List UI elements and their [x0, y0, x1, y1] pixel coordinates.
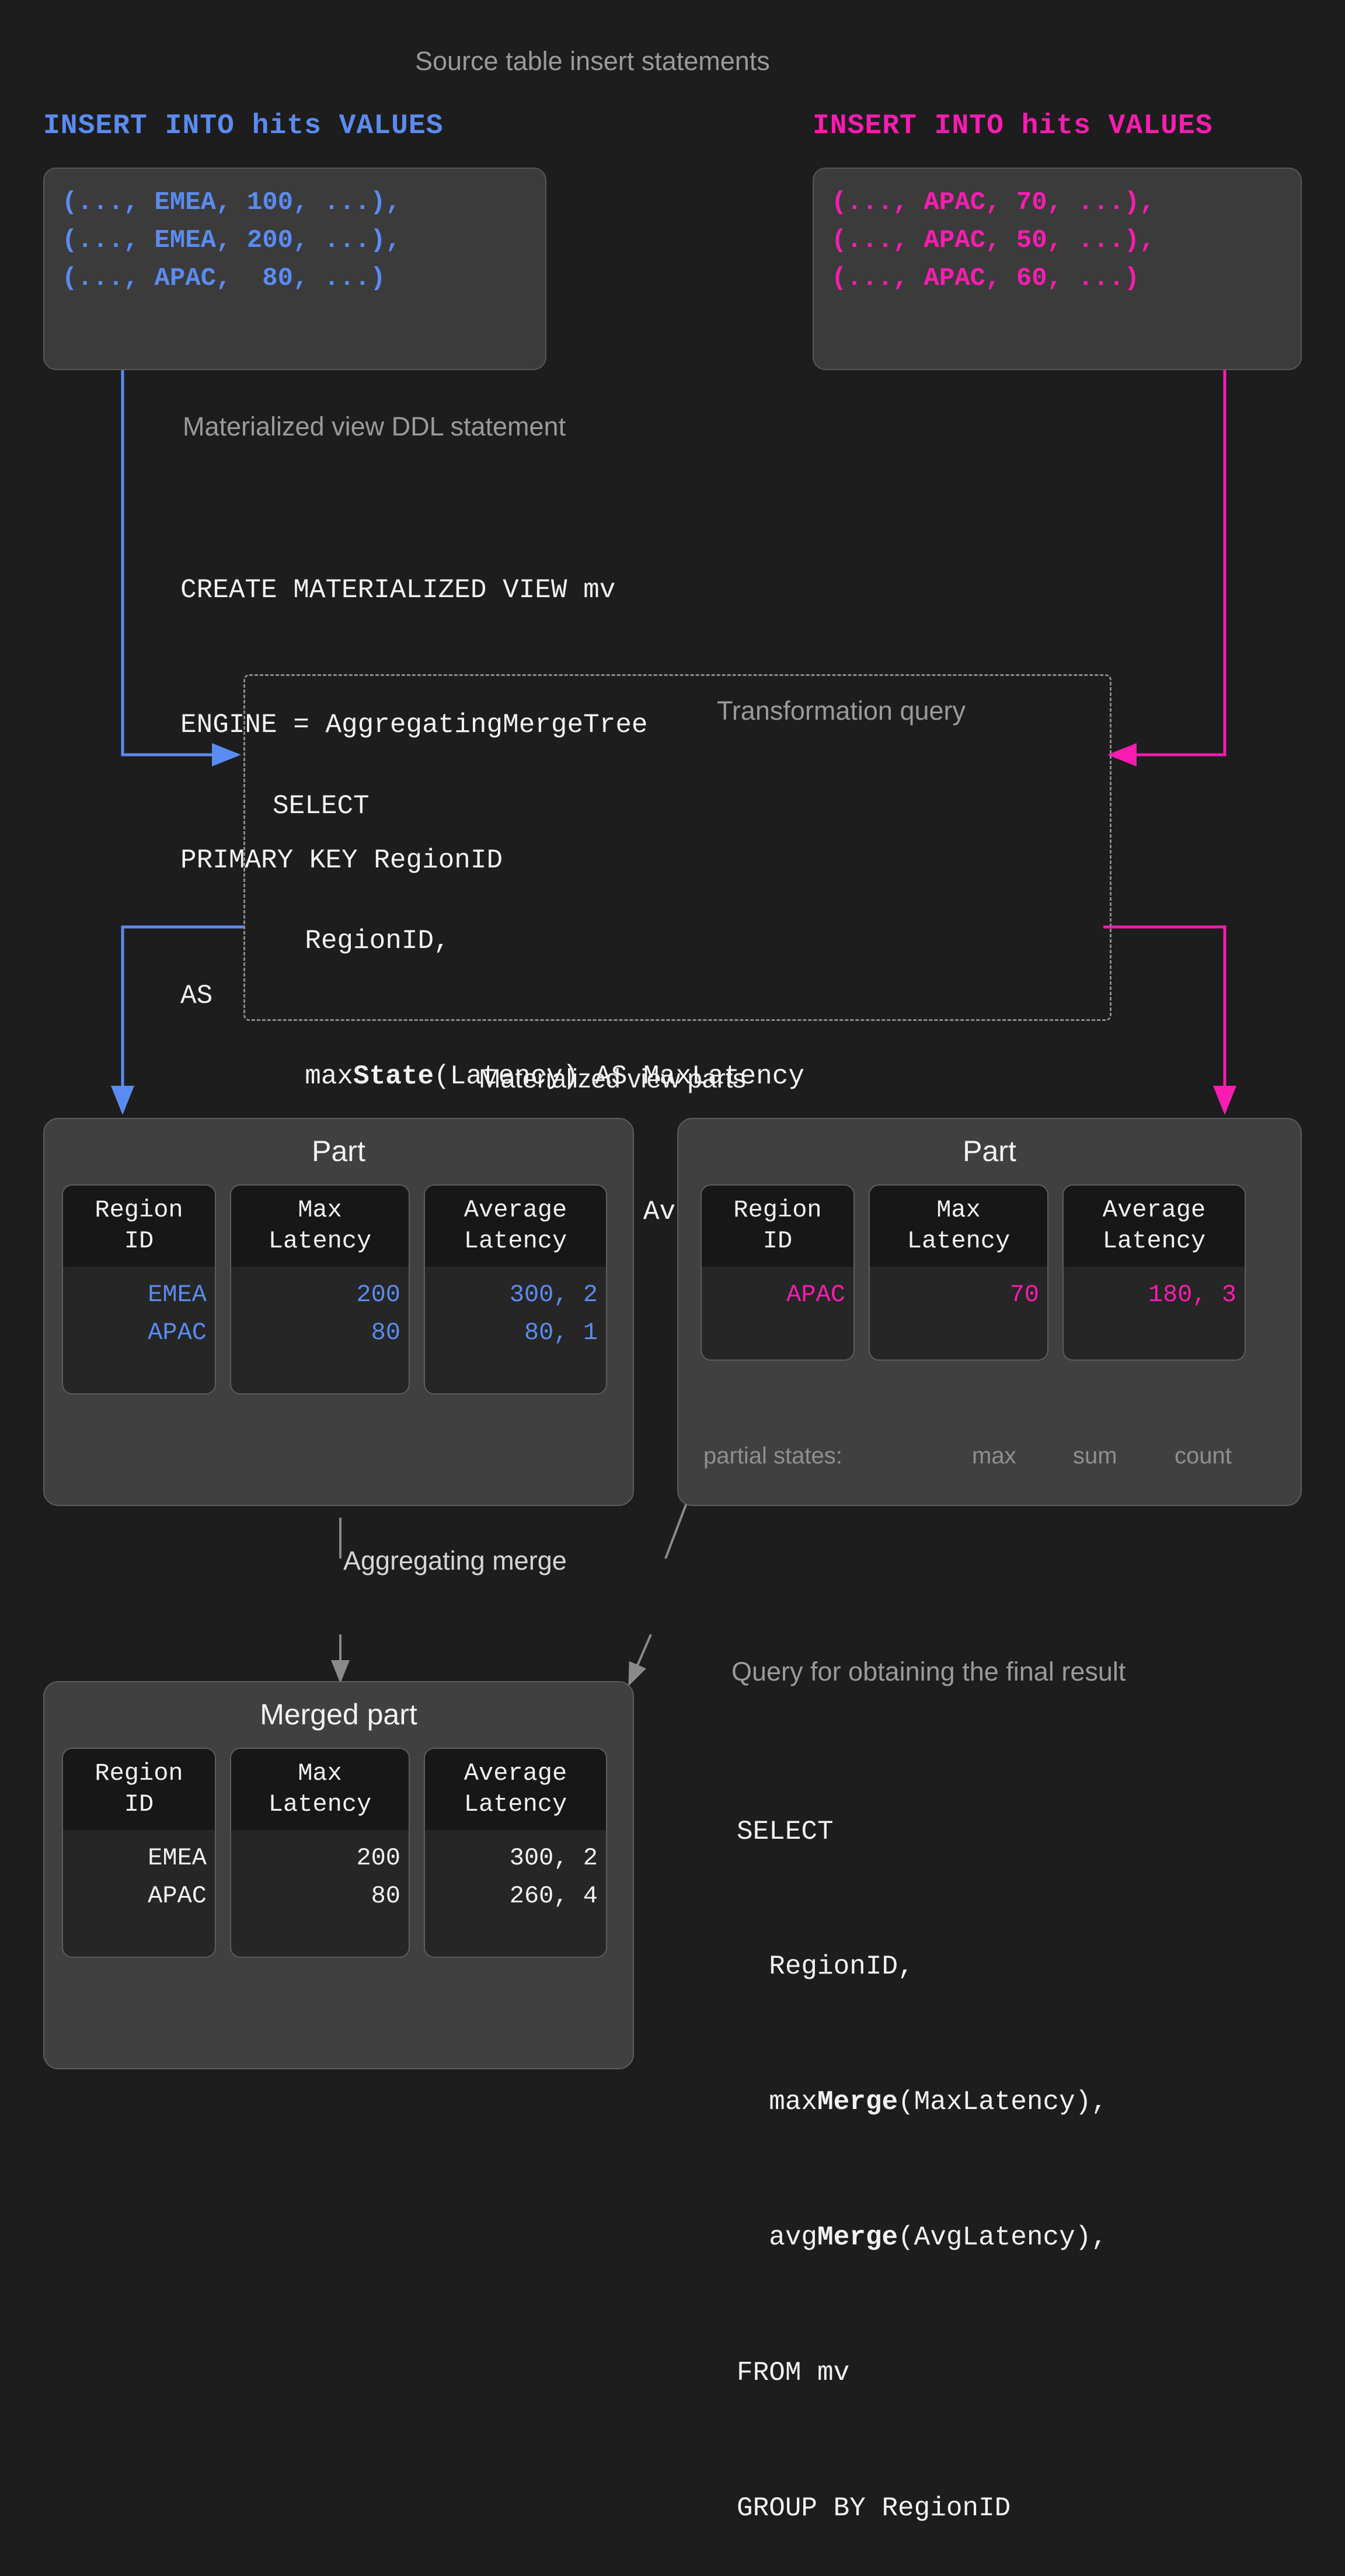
cell-region: EMEA — [148, 1281, 207, 1309]
insert-header-left: INSERT INTO hits VALUES — [43, 110, 444, 142]
query-line: GROUP BY RegionID — [737, 2486, 1107, 2531]
transformation-query-title: Transformation query — [717, 696, 966, 726]
arrow-pink-insert-to-query — [1107, 370, 1226, 766]
cell-max: 80 — [371, 1319, 400, 1347]
cell-avg: 80, 1 — [524, 1319, 598, 1347]
partial-states-count: count — [1175, 1443, 1232, 1469]
query-seg: GROUP BY RegionID — [737, 2493, 1011, 2523]
cell-region: APAC — [786, 1281, 845, 1309]
query-line: avgMerge(AvgLatency), — [737, 2215, 1107, 2260]
query-seg: RegionID, — [737, 1951, 914, 1982]
cell-max: 200 — [356, 1281, 400, 1309]
insert-row: (..., EMEA, 100, ...), — [62, 188, 401, 217]
ddl-line: ENGINE = AggregatingMergeTree — [180, 710, 648, 741]
query-seg: avg — [737, 2222, 818, 2253]
query-line: SELECT — [737, 1810, 1107, 1855]
partial-states-sum: sum — [1073, 1443, 1117, 1469]
query-seg-bold: Merge — [817, 2087, 898, 2118]
source-section-title: Source table insert statements — [415, 46, 770, 76]
partial-states-max: max — [972, 1443, 1016, 1469]
cell-max: 70 — [1009, 1281, 1039, 1309]
ddl-section-title: Materialized view DDL statement — [183, 412, 566, 441]
query-line: maxMerge(MaxLatency), — [737, 2080, 1107, 2125]
cell-max: 200 — [356, 1844, 400, 1872]
transformation-query-box — [243, 674, 1111, 1021]
insert-row: (..., APAC, 70, ...), — [831, 188, 1155, 217]
query-line: FROM mv — [737, 2351, 1107, 2396]
cell-avg: 260, 4 — [509, 1882, 598, 1911]
query-seg: max — [737, 2087, 818, 2118]
ddl-line: CREATE MATERIALIZED VIEW mv — [180, 574, 616, 605]
query-line: SELECT — [273, 784, 804, 829]
ddl-line: AS — [180, 980, 213, 1011]
query-seg-bold: State — [353, 1061, 434, 1092]
final-query-title: Query for obtaining the final result — [731, 1657, 1126, 1686]
cell-region: EMEA — [148, 1844, 207, 1872]
insert-values-box-left: (..., EMEA, 100, ...), (..., EMEA, 200, … — [43, 168, 546, 370]
query-seg: SELECT — [737, 1816, 834, 1847]
query-seg: (MaxLatency), — [898, 2087, 1107, 2118]
parts-section-title: Materialized view parts — [479, 1064, 746, 1093]
query-seg: (AvgLatency), — [898, 2222, 1107, 2253]
insert-row: (..., APAC, 80, ...) — [62, 264, 386, 294]
arrow-pink-query-to-part — [1103, 925, 1236, 1115]
cell-region: APAC — [148, 1882, 207, 1911]
insert-values-box-right: (..., APAC, 70, ...), (..., APAC, 50, ..… — [813, 168, 1302, 370]
cell-max: 80 — [371, 1882, 400, 1911]
cell-avg: 180, 3 — [1148, 1281, 1236, 1309]
insert-row: (..., APAC, 60, ...) — [831, 264, 1140, 294]
ddl-line: PRIMARY KEY RegionID — [180, 845, 503, 876]
insert-row: (..., APAC, 50, ...), — [831, 226, 1155, 256]
part-title: Part — [963, 1135, 1016, 1167]
query-seg: FROM mv — [737, 2357, 850, 2388]
ddl-statement: CREATE MATERIALIZED VIEW mv ENGINE = Agg… — [180, 477, 648, 1064]
query-line: RegionID, — [273, 919, 804, 964]
query-line: RegionID, — [737, 1944, 1107, 1989]
final-query-text: SELECT RegionID, maxMerge(MaxLatency), a… — [737, 1719, 1107, 2576]
part-title: Part — [312, 1135, 365, 1167]
query-seg: max — [273, 1061, 354, 1092]
cell-region: APAC — [148, 1319, 207, 1347]
query-seg: SELECT — [273, 790, 370, 821]
merged-part-title: Merged part — [260, 1698, 417, 1731]
cell-avg: 300, 2 — [509, 1844, 598, 1872]
aggregating-merge-label: Aggregating merge — [343, 1546, 567, 1575]
query-seg: RegionID, — [273, 926, 450, 957]
insert-header-right: INSERT INTO hits VALUES — [813, 110, 1213, 142]
partial-states-label: partial states: — [703, 1443, 842, 1469]
query-line: maxState(Latency) AS MaxLatency — [273, 1054, 804, 1099]
query-seg: (Latency) AS MaxLatency — [434, 1061, 804, 1092]
insert-row: (..., EMEA, 200, ...), — [62, 226, 401, 256]
cell-avg: 300, 2 — [509, 1281, 598, 1309]
query-seg-bold: Merge — [817, 2222, 898, 2253]
